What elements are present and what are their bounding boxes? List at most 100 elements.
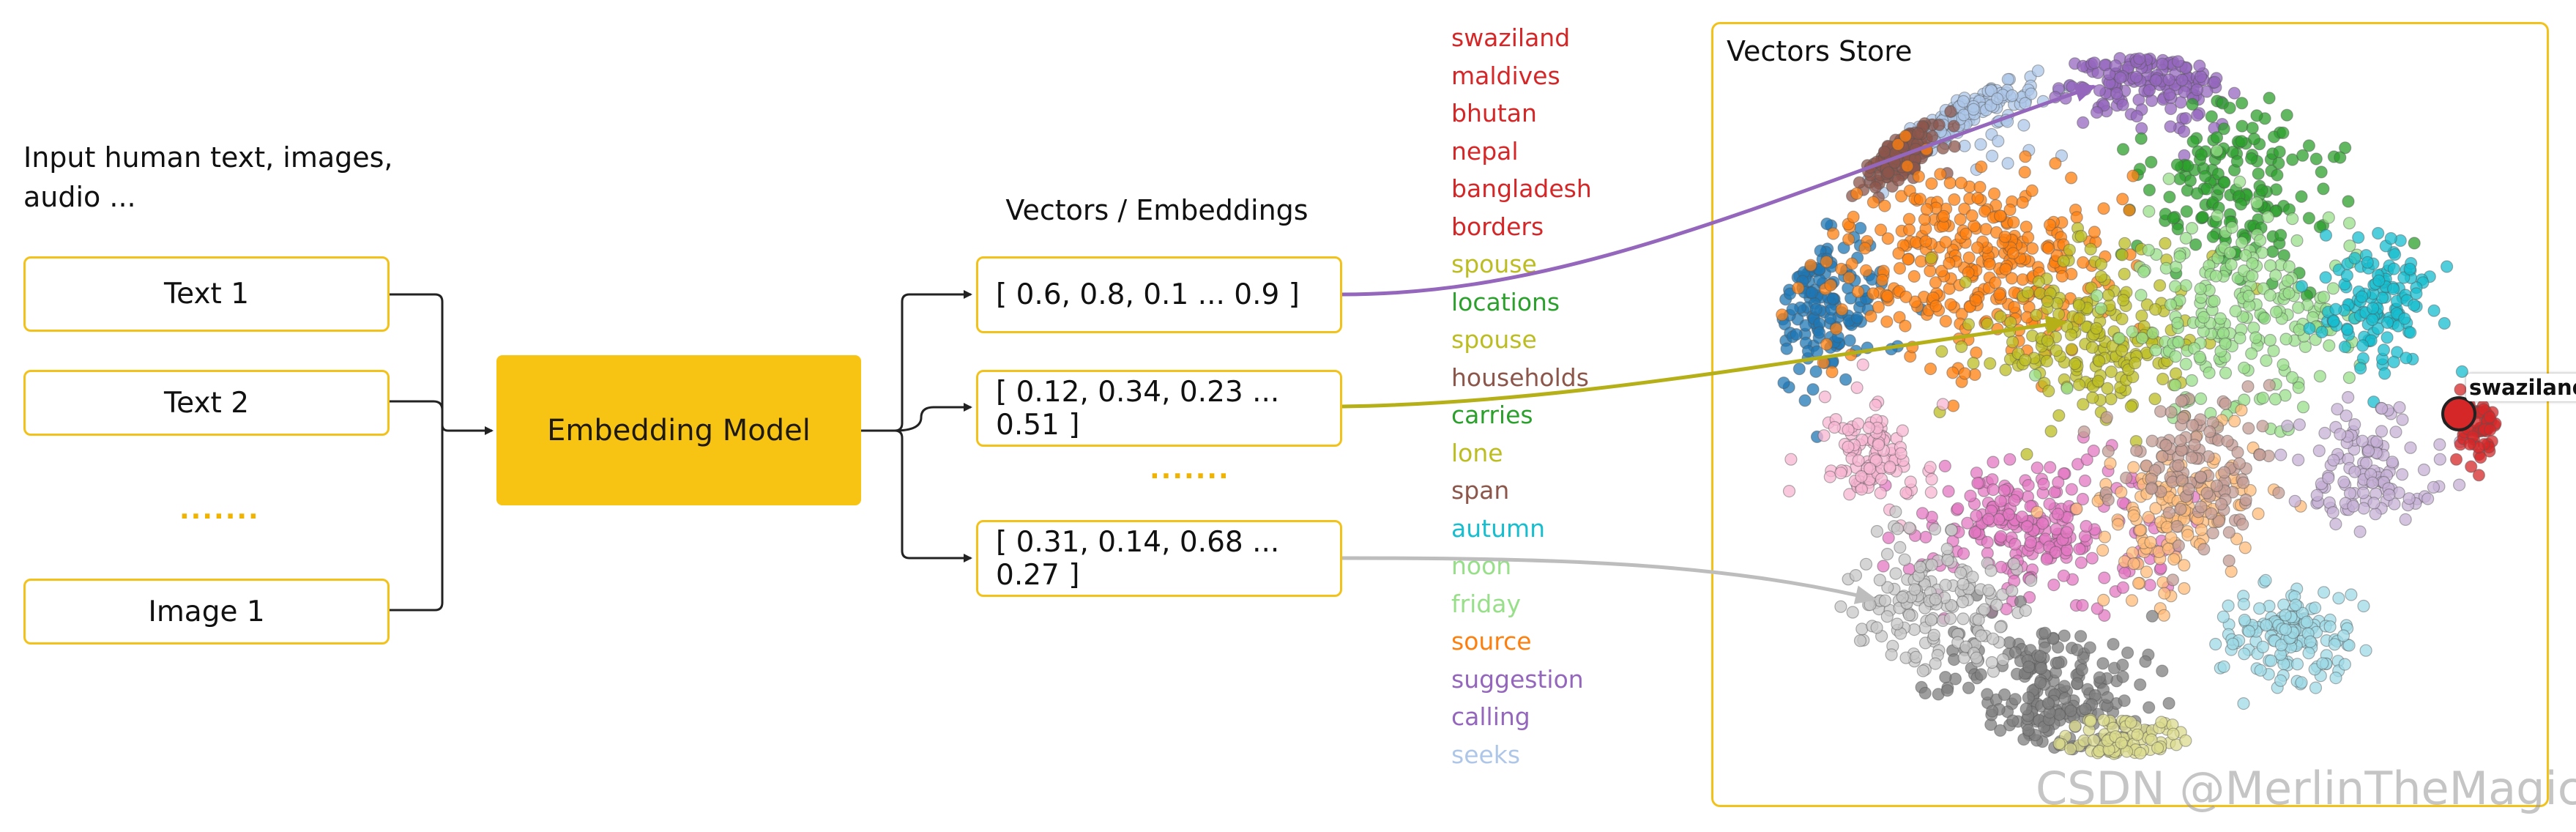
scatter-point <box>2389 426 2402 439</box>
scatter-point <box>2004 316 2017 329</box>
scatter-point <box>2058 629 2071 642</box>
scatter-point <box>2453 478 2466 491</box>
scatter-point <box>2134 132 2148 145</box>
scatter-point <box>2326 505 2339 519</box>
scatter-point <box>2090 105 2104 119</box>
scatter-point <box>2396 413 2409 426</box>
scatter-point <box>2221 434 2234 447</box>
scatter-point <box>1907 270 1921 283</box>
scatter-point <box>2022 231 2035 244</box>
vectors-title: Vectors / Embeddings <box>1005 194 1309 226</box>
scatter-point <box>2250 109 2263 122</box>
scatter-point <box>2001 73 2014 86</box>
scatter-point <box>2074 630 2088 643</box>
scatter-point <box>2338 340 2352 354</box>
scatter-point <box>2073 542 2086 556</box>
scatter-point <box>2164 406 2178 419</box>
scatter-point <box>2186 135 2200 148</box>
scatter-point <box>2404 441 2417 454</box>
scatter-point <box>1987 187 2001 201</box>
scatter-point <box>2171 223 2184 236</box>
scatter-point <box>2162 172 2175 185</box>
scatter-point <box>2274 229 2287 242</box>
scatter-point <box>2377 343 2391 357</box>
scatter-point <box>2025 573 2038 587</box>
scatter-point <box>1939 670 1952 684</box>
scatter-point <box>1894 541 1907 554</box>
scatter-point <box>2209 637 2222 651</box>
scatter-point <box>2301 615 2314 628</box>
scatter-point <box>2167 727 2180 740</box>
scatter-point <box>1994 724 2007 738</box>
scatter-point <box>1998 688 2011 702</box>
scatter-point <box>1975 160 1988 174</box>
word-item: bhutan <box>1451 99 1537 127</box>
scatter-point <box>2354 362 2367 375</box>
scatter-point <box>2193 59 2206 73</box>
scatter-point <box>1916 507 1929 520</box>
scatter-point <box>2341 323 2354 336</box>
scatter-point <box>2115 344 2129 357</box>
scatter-point <box>2195 500 2208 513</box>
scatter-point <box>2104 457 2117 470</box>
scatter-point <box>2222 599 2235 612</box>
scatter-point <box>2339 409 2353 423</box>
scatter-point <box>2217 660 2230 673</box>
scatter-point <box>2337 475 2350 489</box>
scatter-point <box>2319 271 2332 284</box>
scatter-point <box>2214 312 2227 325</box>
scatter-point <box>2211 209 2224 223</box>
scatter-point <box>1974 138 1987 151</box>
scatter-point <box>1951 502 1965 516</box>
scatter-point <box>2174 502 2187 516</box>
scatter-point <box>2124 716 2137 729</box>
scatter-point <box>2134 678 2147 691</box>
scatter-point <box>2041 697 2055 710</box>
scatter-point <box>1805 286 1818 300</box>
scatter-point <box>2219 397 2232 410</box>
scatter-point <box>1986 705 1999 718</box>
scatter-point <box>2398 312 2411 325</box>
scatter-point <box>2211 167 2225 181</box>
scatter-point <box>2077 116 2090 129</box>
scatter-point <box>2008 494 2021 507</box>
scatter-point <box>2463 437 2476 451</box>
scatter-point <box>2098 530 2111 543</box>
scatter-point <box>1987 632 2000 645</box>
scatter-point <box>1809 365 1823 378</box>
scatter-point <box>1830 322 1843 335</box>
embedding-model: Embedding Model <box>496 355 861 505</box>
scatter-point <box>1984 357 1997 370</box>
scatter-point <box>1940 684 1954 697</box>
scatter-point <box>1965 209 1978 222</box>
scatter-point <box>2093 83 2106 97</box>
scatter-point <box>2009 693 2022 706</box>
scatter-point <box>2028 368 2042 382</box>
scatter-point <box>2118 267 2131 281</box>
scatter-point <box>2403 262 2416 275</box>
scatter-point <box>2288 494 2301 508</box>
scatter-point <box>1987 483 2000 497</box>
scatter-point <box>1783 287 1797 300</box>
scatter-point <box>2176 411 2189 425</box>
scatter-point <box>2072 299 2085 312</box>
scatter-point <box>1902 253 1915 266</box>
scatter-point <box>2151 741 2164 754</box>
scatter-point <box>2441 260 2454 273</box>
scatter-point <box>2146 327 2159 340</box>
scatter-point <box>1851 285 1865 298</box>
vector-ellipsis: ······· <box>1150 461 1230 491</box>
scatter-point <box>2366 313 2379 327</box>
scatter-point <box>2206 527 2219 540</box>
scatter-point <box>2184 174 2197 187</box>
scatter-point <box>1918 213 1931 226</box>
scatter-point <box>2178 559 2191 572</box>
scatter-point <box>2096 543 2110 557</box>
scatter-point <box>2122 61 2135 74</box>
scatter-point <box>2064 328 2078 341</box>
scatter-point <box>2400 352 2413 365</box>
scatter-point <box>2020 702 2033 716</box>
scatter-point <box>2180 205 2193 218</box>
scatter-point <box>2281 274 2294 287</box>
scatter-point <box>1898 553 1911 566</box>
